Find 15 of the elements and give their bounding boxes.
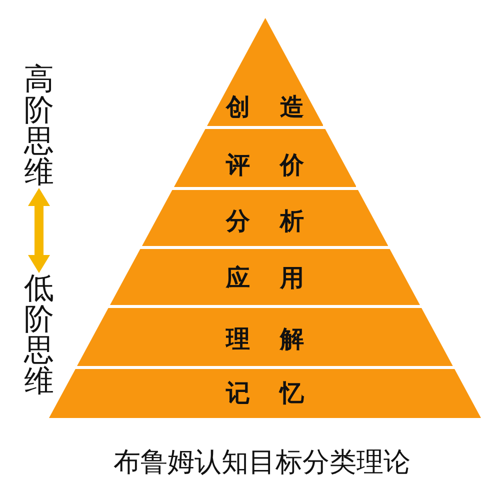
double-arrow — [28, 188, 50, 273]
tier-label: 应用 — [226, 265, 304, 291]
pyramid-tier — [174, 129, 356, 187]
pyramid-tier — [77, 308, 453, 366]
tier-label: 创造 — [226, 94, 304, 120]
pyramid-tier — [142, 190, 388, 246]
tier-label: 评价 — [226, 152, 304, 178]
tier-label: 记忆 — [226, 380, 304, 406]
pyramid-tier — [110, 249, 420, 305]
vertical-label: 低阶思维 — [24, 273, 54, 397]
caption: 布鲁姆认知目标分类理论 — [114, 447, 410, 479]
tier-label: 分析 — [226, 208, 304, 234]
pyramid-tier — [206, 18, 324, 126]
vertical-label: 高阶思维 — [24, 64, 54, 188]
tier-label: 理解 — [226, 326, 304, 352]
